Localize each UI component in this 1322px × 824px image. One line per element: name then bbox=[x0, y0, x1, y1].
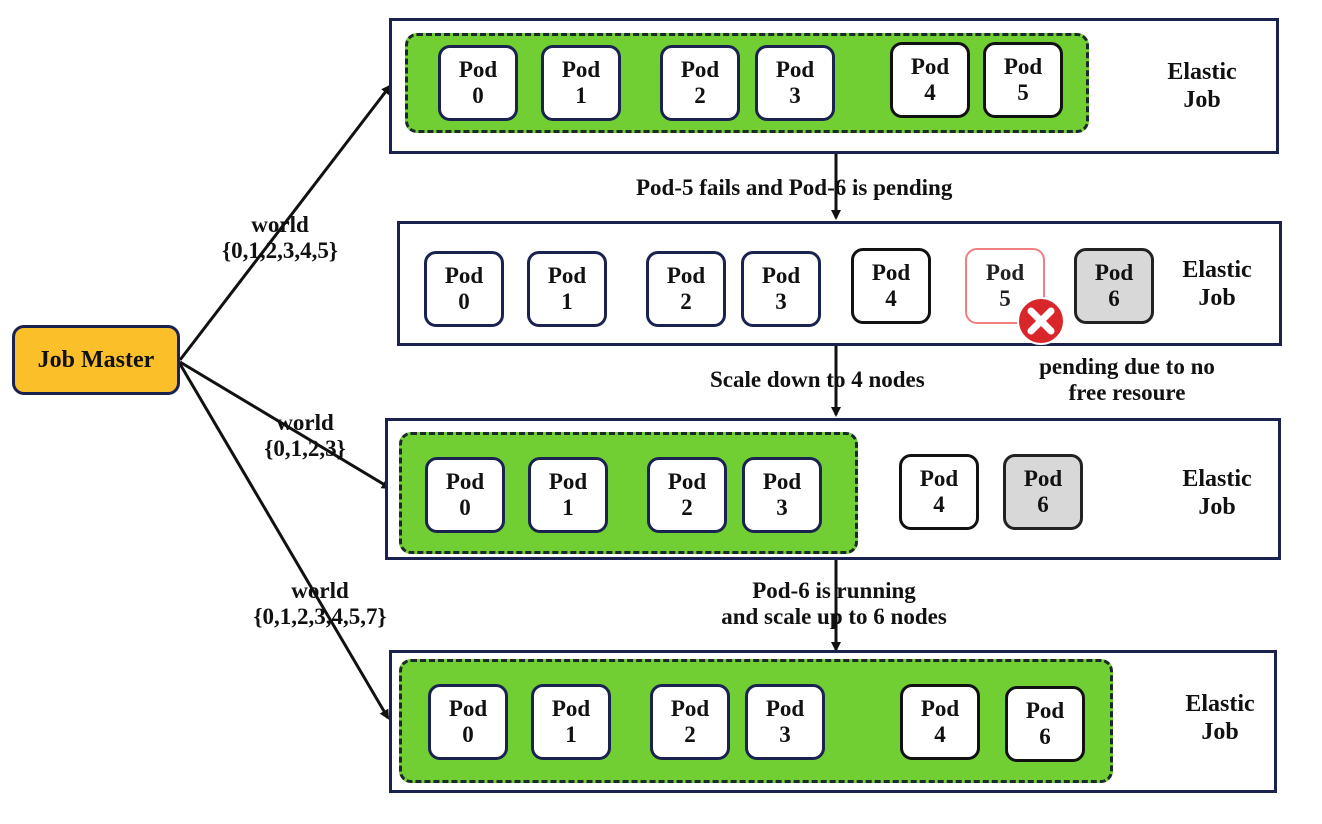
world-set: {0,1,2,3} bbox=[264, 436, 346, 461]
arrow-to-row1 bbox=[178, 84, 392, 361]
world-set: {0,1,2,3,4,5,7} bbox=[253, 604, 387, 629]
world-label-3: world {0,1,2,3,4,5,7} bbox=[230, 578, 410, 630]
world-word: world bbox=[276, 410, 334, 435]
world-label-1: world {0,1,2,3,4,5} bbox=[195, 212, 365, 264]
transition-label-1: Pod-5 fails and Pod-6 is pending bbox=[636, 175, 953, 200]
world-label-2: world {0,1,2,3} bbox=[240, 410, 370, 462]
arrow-to-row3 bbox=[179, 360, 392, 490]
transition-label-2: Scale down to 4 nodes bbox=[710, 367, 925, 392]
world-word: world bbox=[291, 578, 349, 603]
job-master-label: Job Master bbox=[37, 346, 155, 373]
job-master-node: Job Master bbox=[12, 325, 180, 395]
active-world-group-1 bbox=[405, 33, 1089, 133]
error-x-icon bbox=[1017, 297, 1065, 345]
world-set: {0,1,2,3,4,5} bbox=[222, 238, 338, 263]
active-world-group-4 bbox=[399, 659, 1113, 783]
arrow-to-row4 bbox=[178, 363, 390, 720]
world-word: world bbox=[251, 212, 309, 237]
